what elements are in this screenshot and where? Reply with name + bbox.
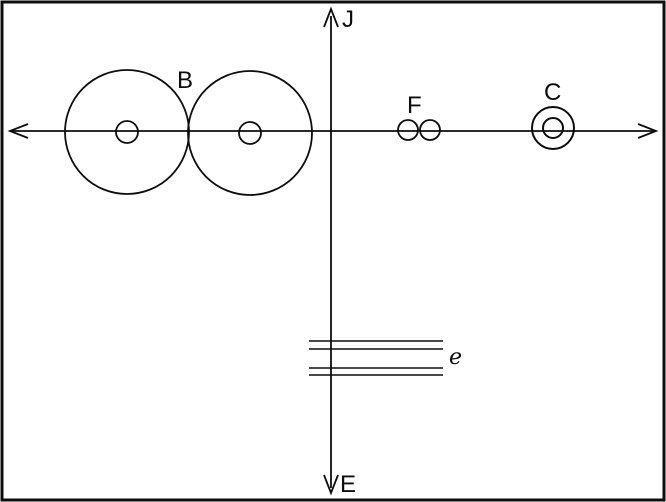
label-e-capacitor: e — [449, 345, 462, 370]
ring-outer-circle — [531, 106, 575, 150]
arrow-right-icon — [637, 123, 659, 139]
arrow-down-icon — [323, 474, 339, 496]
label-j: J — [342, 6, 354, 33]
label-c: C — [544, 79, 561, 106]
coil-left-circle — [64, 69, 190, 195]
gap-ball-left-circle — [397, 119, 419, 141]
coil-right-center-circle — [238, 121, 262, 145]
ring-inner-circle — [542, 117, 564, 139]
coil-left-center-circle — [115, 120, 139, 144]
arrow-left-icon — [7, 123, 29, 139]
coil-right-circle — [187, 70, 313, 196]
gap-ball-right-circle — [419, 119, 441, 141]
label-e-axis: E — [340, 471, 356, 498]
arrow-up-icon — [323, 6, 339, 28]
label-f: F — [407, 92, 422, 119]
label-b: B — [177, 67, 193, 94]
